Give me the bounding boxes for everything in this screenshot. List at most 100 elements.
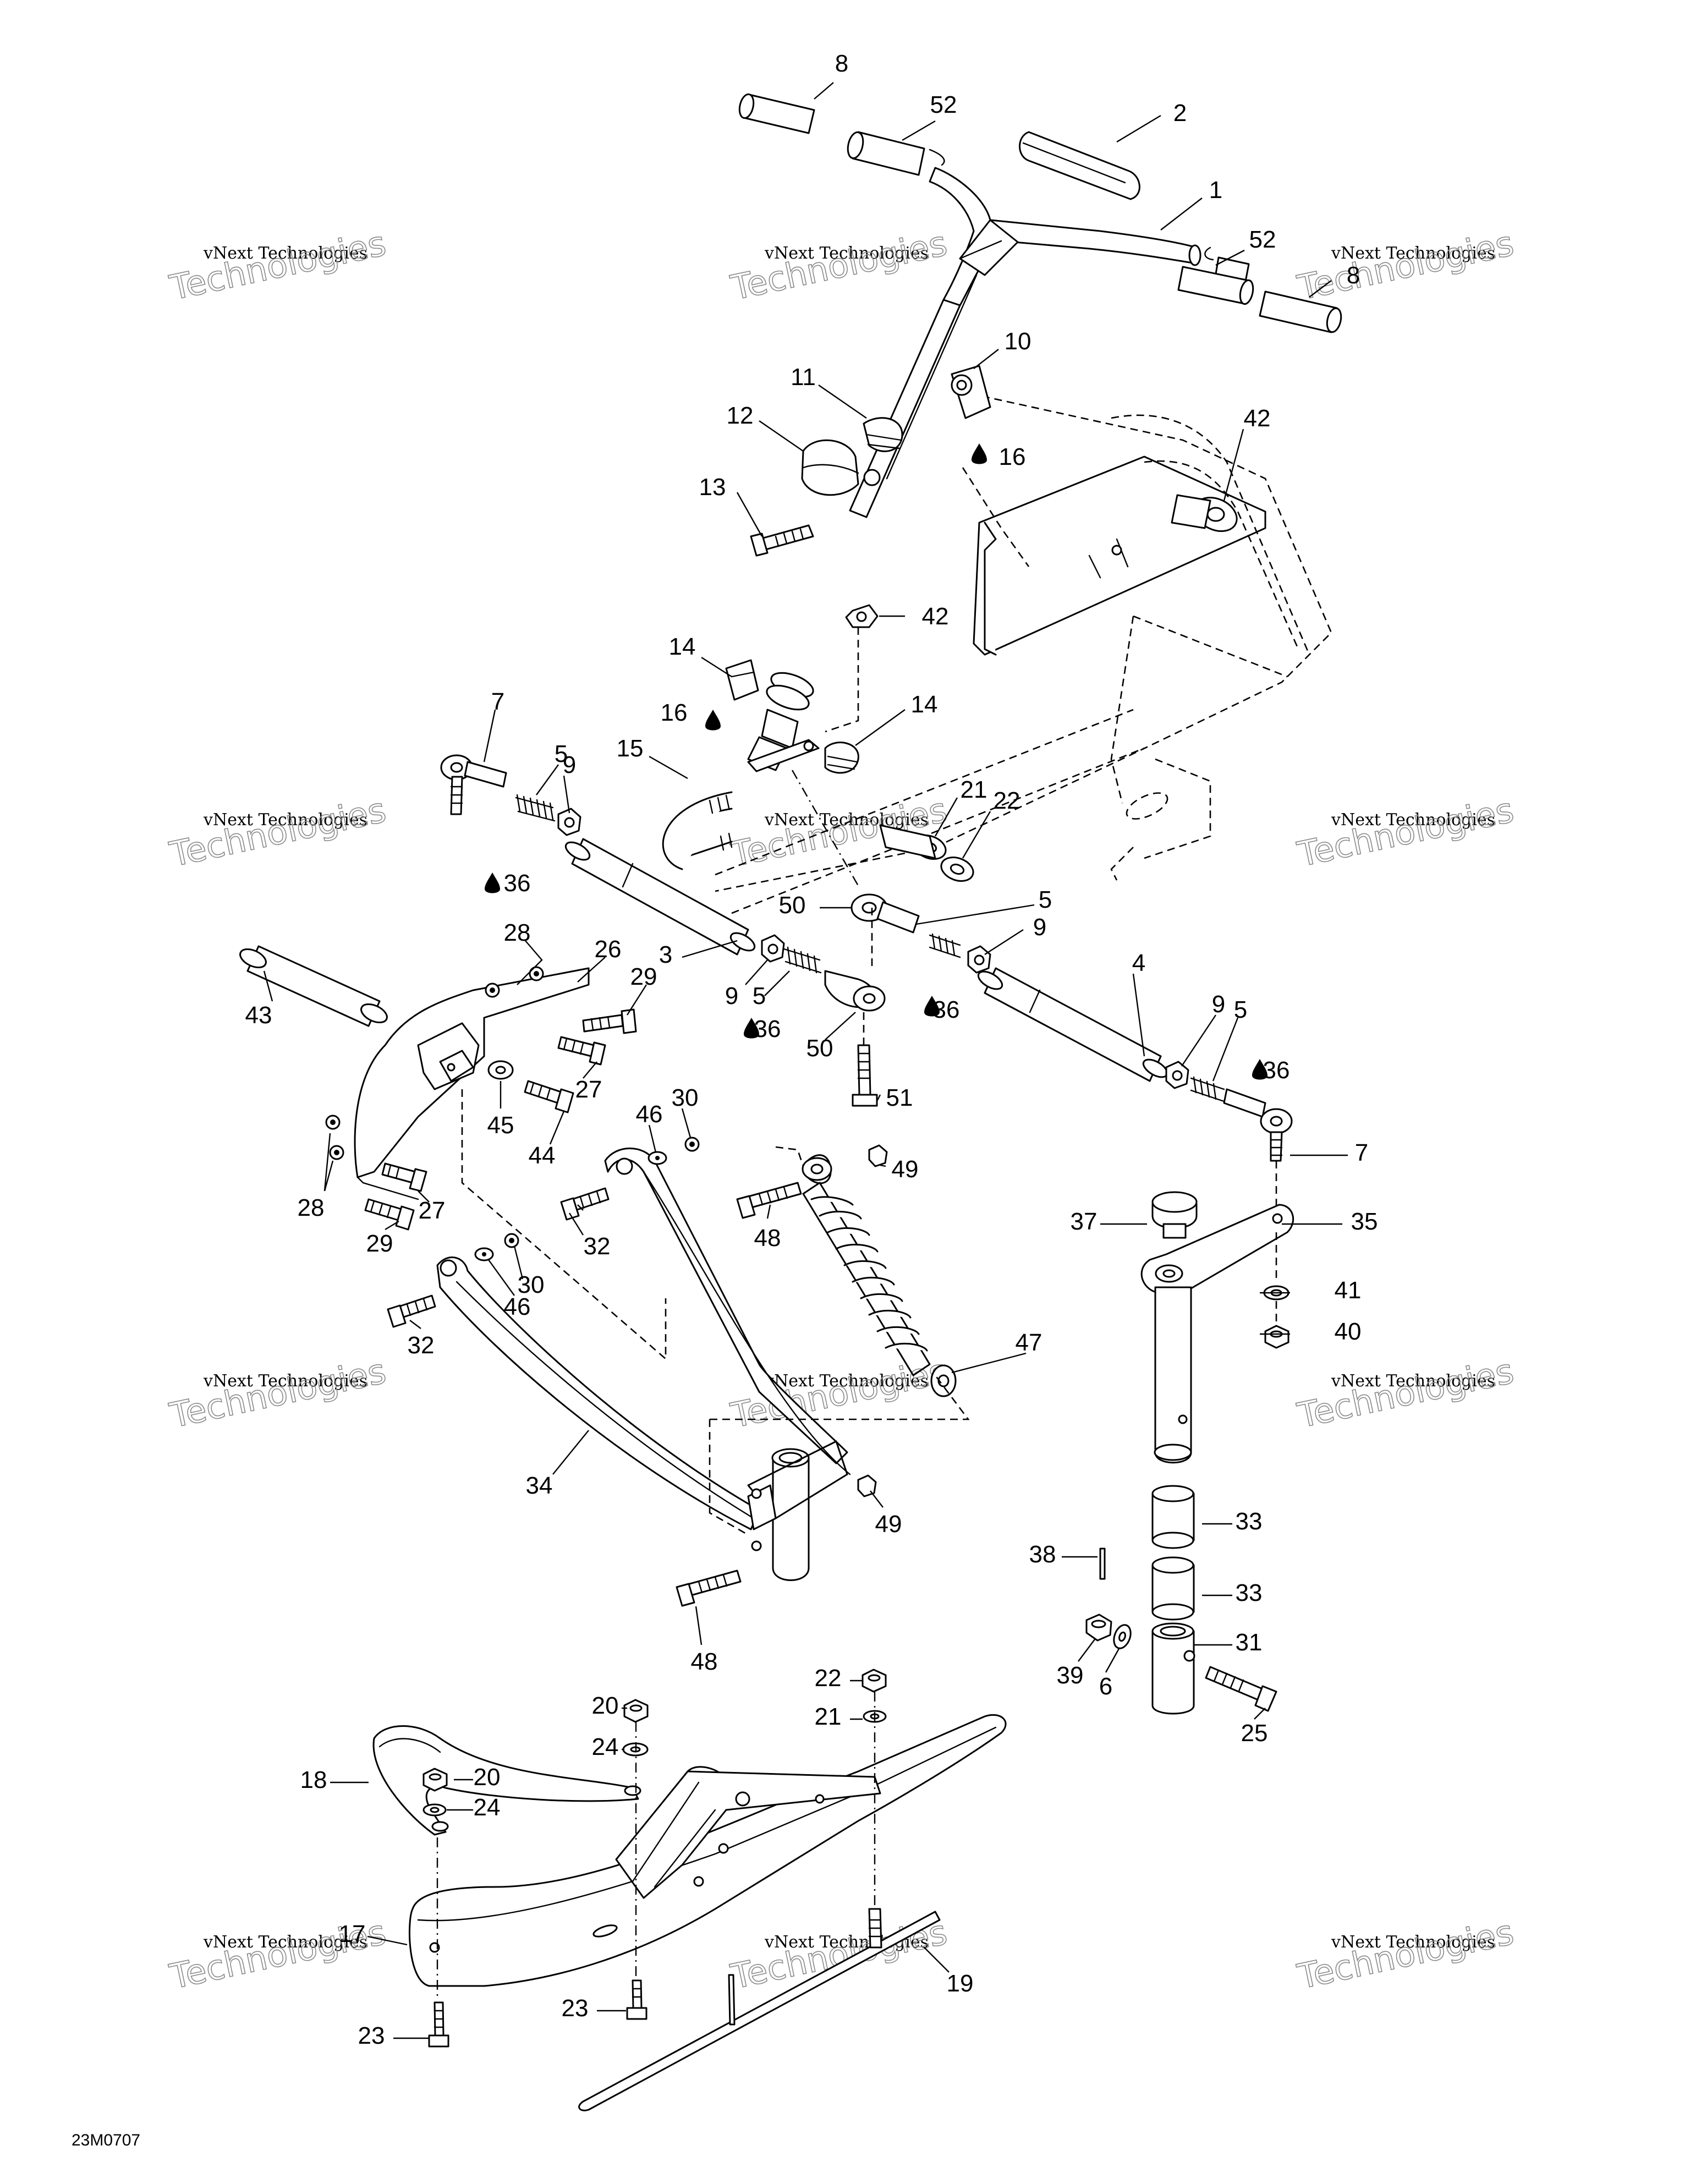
part-callout-number: 20 bbox=[592, 1692, 619, 1719]
part-callout-number: 17 bbox=[339, 1920, 366, 1947]
upper-arm bbox=[604, 1148, 851, 1475]
bolt-48-lower bbox=[676, 1570, 742, 1607]
watermark: vNext Technologies Technologies bbox=[166, 789, 389, 875]
part-callout-number: 33 bbox=[1236, 1508, 1263, 1535]
bushing-14-lower bbox=[824, 742, 859, 774]
spring-5-right-mid bbox=[929, 933, 961, 958]
part-callout-number: 45 bbox=[487, 1112, 514, 1139]
handlebar-pad-2 bbox=[1019, 131, 1140, 200]
tie-rod-assembly bbox=[440, 754, 1293, 1162]
part-callout-number: 5 bbox=[753, 983, 766, 1009]
steering-column-lower bbox=[747, 672, 820, 772]
part-callout-number: 34 bbox=[526, 1472, 553, 1499]
part-callout-number: 50 bbox=[806, 1035, 833, 1062]
nut-40 bbox=[1264, 1325, 1290, 1349]
watermark-text-large: Technologies bbox=[166, 789, 389, 874]
part-callout-number: 22 bbox=[994, 787, 1020, 814]
watermark-text-small: vNext Technologies bbox=[1331, 1933, 1495, 1952]
bolt-44 bbox=[524, 1080, 574, 1113]
nut-30-upper bbox=[684, 1137, 700, 1152]
part-callout-number: 5 bbox=[1039, 886, 1052, 913]
ski-leg bbox=[615, 1766, 881, 1899]
washer-24-lower bbox=[422, 1803, 447, 1817]
part-callout-number: 29 bbox=[630, 963, 657, 990]
part-callout-number: 21 bbox=[815, 1703, 842, 1730]
rod-end-50-lower bbox=[824, 970, 886, 1012]
part-callout-number: 8 bbox=[835, 50, 848, 77]
bushing-11 bbox=[863, 417, 903, 452]
grip-8-right bbox=[1259, 290, 1342, 333]
lubricant-drop-icon bbox=[744, 1018, 759, 1039]
part-callout-number: 8 bbox=[1347, 262, 1360, 289]
part-callout-number: 9 bbox=[1212, 991, 1225, 1018]
spindle-shaft bbox=[1154, 1286, 1192, 1464]
nut-49-upper bbox=[868, 1144, 888, 1167]
lubricant-drop-icon bbox=[705, 710, 721, 731]
part-callout-number: 7 bbox=[1355, 1139, 1368, 1166]
part-callout-number: 52 bbox=[1249, 226, 1276, 253]
part-callout-number: 33 bbox=[1236, 1579, 1263, 1606]
part-callout-number: 28 bbox=[298, 1194, 325, 1221]
nut-28-lower bbox=[325, 1115, 344, 1160]
watermark: vNext Technologies Technologies bbox=[166, 1351, 389, 1436]
part-callout-number: 42 bbox=[1244, 405, 1271, 432]
part-callout-number: 11 bbox=[791, 364, 816, 391]
nut-9-left bbox=[557, 808, 581, 836]
part-callout-number: 44 bbox=[529, 1142, 556, 1169]
lower-arm-34 bbox=[436, 1256, 760, 1530]
part-callout-number: 14 bbox=[669, 633, 696, 660]
rod-end-7-right bbox=[1223, 1088, 1293, 1162]
nut-22 bbox=[862, 1669, 887, 1693]
part-callout-number: 7 bbox=[491, 688, 504, 715]
bushing-33-lower bbox=[1151, 1556, 1195, 1621]
part-callout-number: 12 bbox=[727, 402, 754, 429]
part-callout-number: 46 bbox=[504, 1293, 531, 1320]
spindle-assembly-right bbox=[1085, 1161, 1294, 1715]
watermark-text-large: Technologies bbox=[727, 789, 951, 874]
washer-46-lower bbox=[474, 1247, 494, 1261]
bushing-33-upper bbox=[1151, 1485, 1195, 1549]
bracket-26 bbox=[354, 967, 590, 1200]
part-callout-number: 20 bbox=[474, 1764, 501, 1791]
spring-5-right bbox=[1190, 1076, 1225, 1102]
part-callout-number: 14 bbox=[911, 691, 938, 718]
lubricant-drop-icon bbox=[972, 443, 987, 464]
part-callout-number: 3 bbox=[659, 941, 672, 968]
part-callout-number: 41 bbox=[1335, 1277, 1362, 1304]
part-callout-number: 23 bbox=[562, 1995, 589, 2022]
diagram-code: 23M0707 bbox=[72, 2131, 140, 2149]
part-callout-number: 32 bbox=[408, 1332, 435, 1359]
bracket-assembly-left bbox=[239, 945, 667, 1360]
part-callout-number: 37 bbox=[1071, 1208, 1098, 1235]
part-callout-number: 24 bbox=[592, 1733, 619, 1760]
part-callout-number: 18 bbox=[300, 1766, 327, 1793]
spring-5-center bbox=[783, 946, 822, 974]
lubricant-drop-icon bbox=[924, 996, 940, 1017]
part-callout-number: 13 bbox=[699, 474, 726, 501]
handlebar-assembly bbox=[662, 93, 1342, 882]
leader-lines bbox=[263, 82, 1348, 2039]
watermark-text-large: Technologies bbox=[1294, 223, 1517, 308]
bolt-29-upper bbox=[582, 1008, 637, 1034]
watermark-text-small: vNext Technologies bbox=[203, 1371, 367, 1391]
watermark-text-small: vNext Technologies bbox=[764, 244, 929, 263]
watermark-text-small: vNext Technologies bbox=[764, 810, 929, 830]
watermark: vNext Technologies Technologies bbox=[1293, 789, 1517, 875]
rod-end-7-left bbox=[440, 754, 507, 815]
watermark: vNext Technologies Technologies bbox=[1293, 1912, 1517, 1998]
lubricant-drop-icons bbox=[485, 443, 1268, 1080]
lubricant-drop-icon bbox=[1252, 1059, 1268, 1080]
frame-bracket-upper bbox=[973, 456, 1266, 656]
watermark: vNext Technologies Technologies bbox=[1293, 223, 1517, 309]
bushing-14-upper bbox=[725, 659, 759, 701]
part-callout-number: 24 bbox=[474, 1794, 501, 1821]
bolt-27-upper bbox=[557, 1036, 606, 1066]
steering-arm-35 bbox=[1140, 1204, 1294, 1294]
part-callout-number: 35 bbox=[1351, 1208, 1378, 1235]
part-callout-number: 39 bbox=[1057, 1662, 1084, 1689]
bolt-48-upper bbox=[736, 1182, 802, 1219]
part-callout-number: 15 bbox=[617, 735, 644, 762]
part-callout-number: 26 bbox=[595, 936, 622, 963]
part-callout-number: 30 bbox=[672, 1084, 699, 1111]
spindle-housing bbox=[747, 1440, 848, 1581]
